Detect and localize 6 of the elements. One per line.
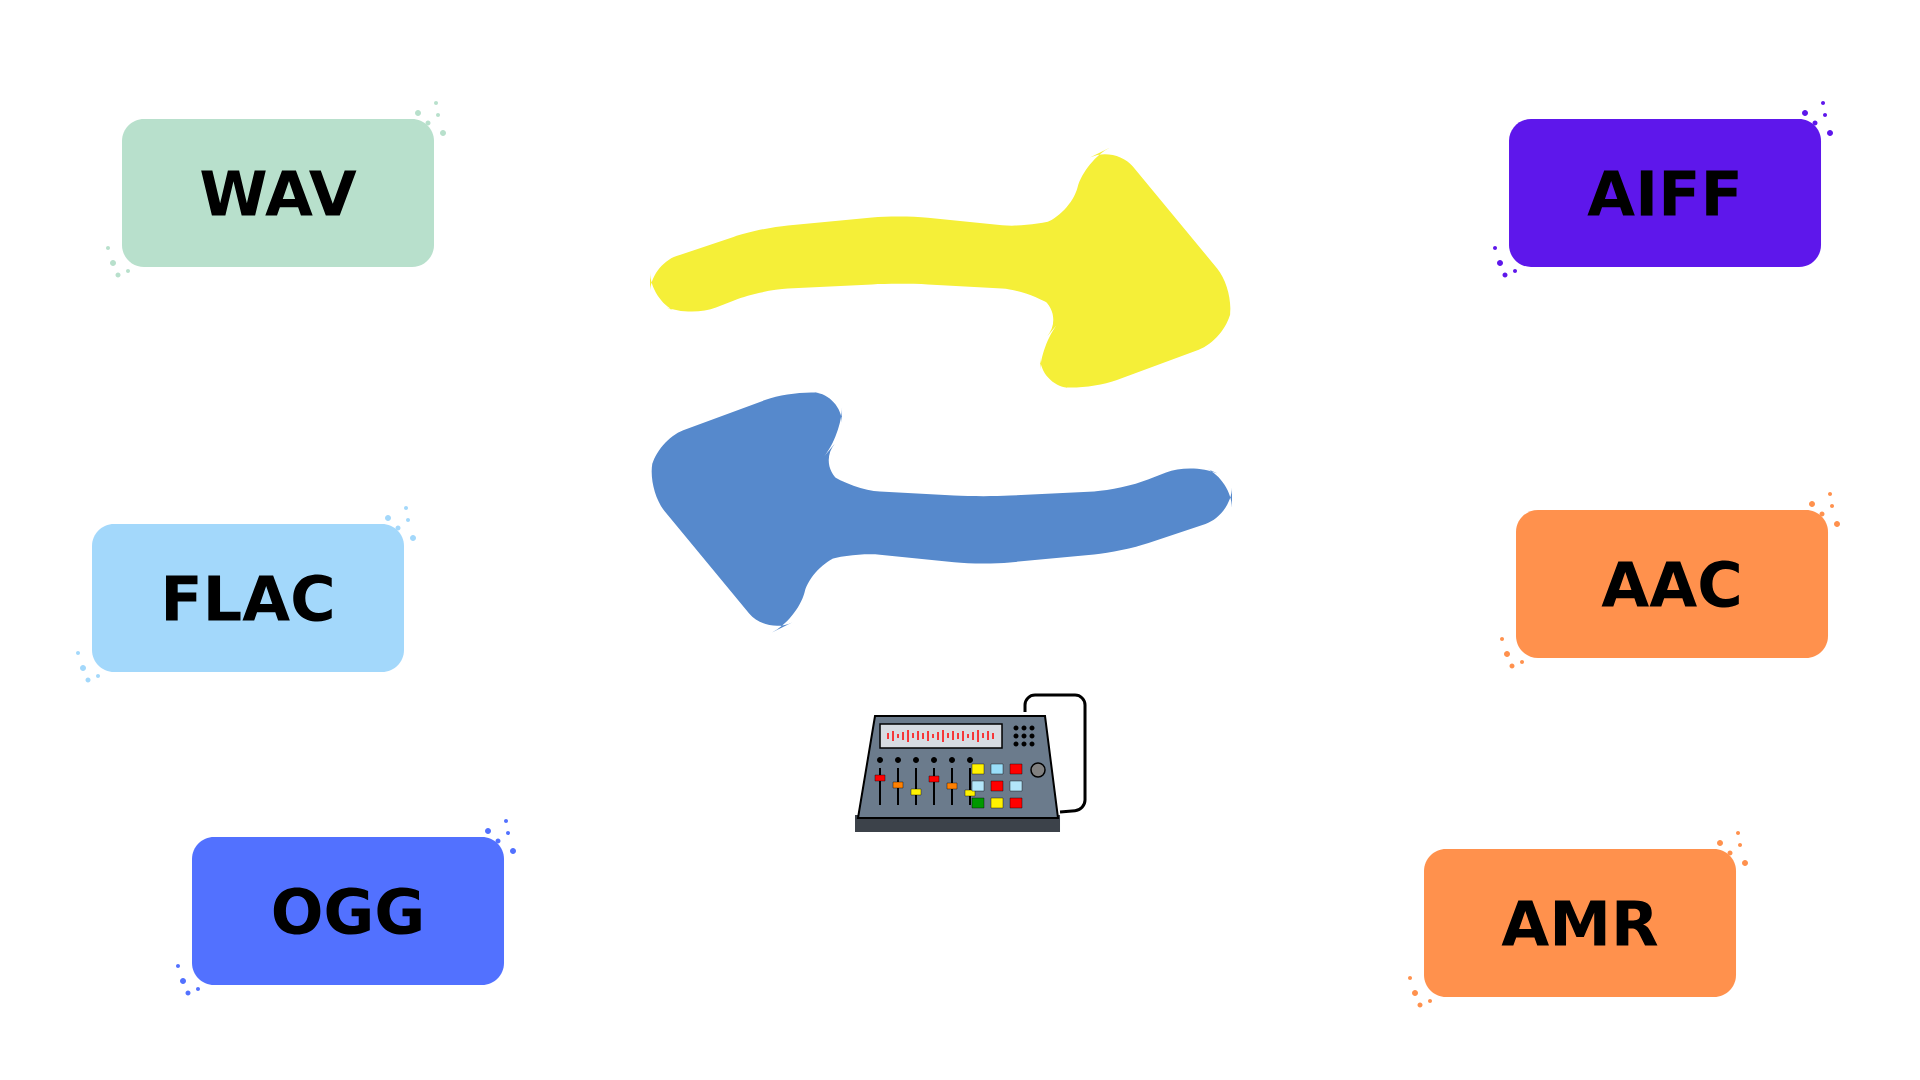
format-box: AMR xyxy=(1408,831,1748,1008)
format-box: WAV xyxy=(106,101,446,278)
format-box: OGG xyxy=(176,819,516,996)
format-box: FLAC xyxy=(76,506,416,683)
format-box: AAC xyxy=(1500,492,1840,669)
format-box: AIFF xyxy=(1493,101,1833,278)
